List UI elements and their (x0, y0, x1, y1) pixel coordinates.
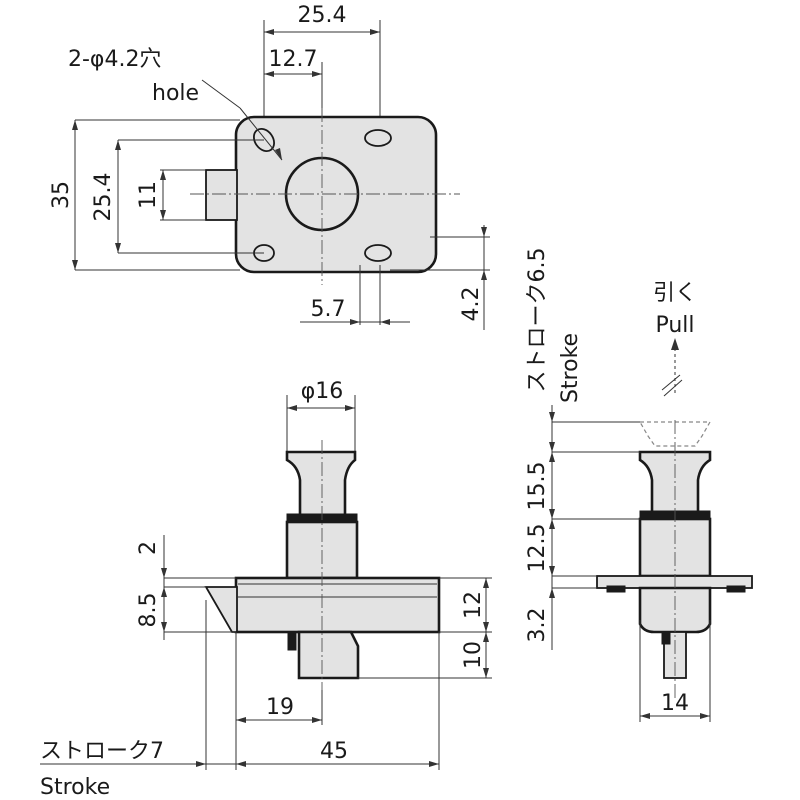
arrow (700, 713, 710, 719)
arrow (72, 120, 78, 130)
pull-hatch (661, 374, 681, 391)
pull-label-en: Pull (655, 313, 694, 338)
arrow (160, 210, 166, 220)
arrow (549, 509, 555, 519)
arrow (345, 405, 355, 411)
arrow (72, 260, 78, 270)
arrow (161, 587, 167, 597)
arrow (549, 412, 555, 422)
arrow (264, 71, 274, 77)
arrow (236, 761, 246, 767)
front-view: φ16 2 8.5 12 10 19 45 ストローク7 Stroke (40, 379, 492, 800)
dim-label-11: 11 (136, 181, 161, 209)
stroke-label-en: Stroke (40, 775, 110, 800)
pin (287, 631, 297, 651)
arrow (481, 227, 487, 237)
side-view: ストローク6.5 Stroke 引く Pull 15.5 12.5 3.2 14 (525, 248, 753, 722)
arrow (350, 319, 360, 325)
arrow (549, 566, 555, 576)
stroke-label-jp: ストローク6.5 (525, 248, 550, 393)
arrow (549, 452, 555, 462)
arrow (264, 29, 274, 35)
arrow (483, 668, 489, 678)
pull-hatch (663, 379, 683, 397)
arrow (236, 717, 246, 723)
arrow (481, 270, 487, 280)
stroke-label-jp: ストローク7 (40, 739, 164, 764)
arrow (549, 519, 555, 529)
bolt-tongue (204, 586, 238, 633)
dim-label-5-7: 5.7 (311, 297, 346, 322)
dim-label-3-2: 3.2 (525, 608, 550, 643)
hole-note: 2-φ4.2穴 (68, 47, 161, 72)
arrow (429, 761, 439, 767)
arrow (275, 148, 282, 160)
latch-block (297, 630, 360, 680)
arrow (640, 713, 650, 719)
knob (285, 450, 357, 517)
mounting-hole (364, 129, 392, 147)
dim-label-12-5: 12.5 (525, 524, 550, 573)
dim-label-phi16: φ16 (301, 379, 344, 404)
flange-tab (726, 585, 746, 593)
leader-line (239, 107, 283, 161)
hole-note-en: hole (152, 81, 199, 106)
pull-arrow-head (671, 338, 679, 350)
dim-label-35: 35 (49, 181, 74, 209)
stroke-label-en: Stroke (558, 333, 583, 403)
arrow (312, 71, 322, 77)
dim-label-2: 2 (136, 541, 161, 555)
arrow (115, 243, 121, 253)
dim-label-45: 45 (320, 739, 348, 764)
dim-label-19: 19 (266, 695, 294, 720)
arrow (115, 140, 121, 150)
side-pin (661, 631, 671, 645)
dim-label-25-4: 25.4 (298, 3, 347, 28)
dim-label-4-2: 4.2 (459, 287, 484, 322)
arrow (312, 717, 322, 723)
dim-label-10: 10 (461, 641, 486, 669)
housing (234, 576, 441, 634)
arrow (196, 761, 206, 767)
mounting-hole (364, 244, 392, 262)
arrow (160, 170, 166, 180)
arrow (549, 442, 555, 452)
top-view: 25.4 12.7 2-φ4.2穴 hole 35 25.4 11 5.7 4.… (49, 3, 490, 330)
arrow (287, 405, 297, 411)
dim-label-12: 12 (461, 591, 486, 619)
dim-label-15-5: 15.5 (525, 462, 550, 511)
pull-label-jp: 引く (653, 281, 697, 306)
dim-label-14: 14 (661, 691, 689, 716)
arrow (380, 319, 390, 325)
arrow (483, 578, 489, 588)
arrow (370, 29, 380, 35)
dim-label-12-7: 12.7 (269, 47, 318, 72)
arrow (549, 588, 555, 598)
arrow (161, 568, 167, 578)
leader-line (201, 79, 241, 109)
bolt-protrusion (205, 169, 238, 221)
dim-label-8-5: 8.5 (136, 593, 161, 628)
dim-label-25-4-v: 25.4 (91, 173, 116, 222)
arrow (161, 622, 167, 632)
arrow (483, 622, 489, 632)
flange-tab (606, 585, 626, 593)
arrow (483, 632, 489, 642)
